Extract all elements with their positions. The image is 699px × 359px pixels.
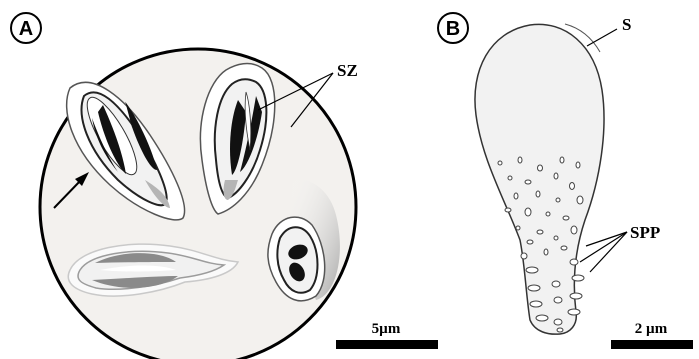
scale-bar-b: 2 µm xyxy=(611,321,693,349)
scale-label-a: 5µm xyxy=(372,321,401,337)
label-sz: SZ xyxy=(337,61,358,80)
panel-b: B xyxy=(438,13,693,349)
panel-b-letter-badge: B xyxy=(438,13,468,43)
label-spp: SPP xyxy=(630,223,660,242)
scale-bar-a: 5µm xyxy=(336,321,438,349)
label-s: S xyxy=(622,15,631,34)
s-annotation: S xyxy=(587,15,631,46)
panel-a-letter: A xyxy=(19,18,33,40)
spp-annotation: SPP xyxy=(580,223,660,272)
panel-b-letter: B xyxy=(446,18,460,40)
scale-label-b: 2 µm xyxy=(635,321,668,337)
panel-a: A xyxy=(11,13,438,359)
panel-a-letter-badge: A xyxy=(11,13,41,43)
